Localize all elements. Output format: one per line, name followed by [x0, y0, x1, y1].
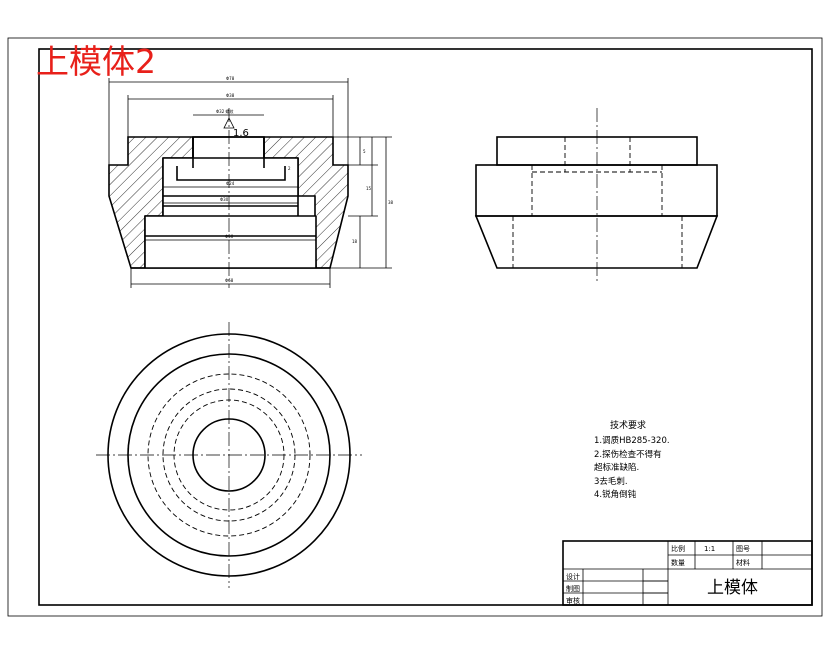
technical-requirements: 技术要求 1.调质HB285-320. 2.探伤检查不得有 超标准缺陷. 3去毛…: [594, 419, 670, 500]
dim-inner-1: Φ24: [226, 181, 235, 186]
dim-hole-label: Φ32 螺纹: [216, 108, 234, 114]
dim-h1: 5: [363, 149, 366, 154]
tech-req-item-1: 1.调质HB285-320.: [594, 435, 670, 446]
tech-req-title: 技术要求: [610, 419, 646, 431]
tech-req-item-3: 超标准缺陷.: [594, 462, 639, 473]
tb-material-label: 材料: [736, 558, 750, 567]
top-view: [96, 322, 362, 588]
tb-part-name: 上模体: [707, 578, 758, 598]
dim-h3: 18: [352, 239, 358, 244]
dim-upper-width: Φ38: [226, 93, 235, 98]
tb-scale-value: 1:1: [704, 545, 715, 553]
dim-inner-3: Φ50: [225, 234, 234, 239]
tb-scale-label: 比例: [671, 544, 685, 553]
dim-h2: 15: [366, 186, 372, 191]
title-block: 比例 1:1 图号 数量 材料 设计 制图 审核 上模体: [562, 540, 813, 606]
dim-small: 2: [288, 166, 291, 171]
tb-quantity-label: 数量: [671, 558, 685, 567]
tech-req-item-5: 4.锐角倒钝: [594, 489, 637, 500]
tech-req-item-2: 2.探伤检查不得有: [594, 449, 662, 460]
side-view: [474, 108, 719, 282]
dim-overall-width: Φ78: [226, 76, 235, 81]
tb-drawing-no-label: 图号: [736, 545, 750, 553]
tb-drafter-label: 制图: [566, 584, 580, 593]
dim-h-total: 38: [388, 200, 394, 205]
inner-border: [38, 48, 813, 606]
tb-checker-label: 审核: [566, 596, 580, 605]
dim-inner-2: Φ30: [220, 197, 229, 202]
tb-designer-label: 设计: [566, 572, 580, 581]
roughness-value: 1.6: [233, 128, 249, 139]
dim-bottom: Φ68: [225, 278, 234, 283]
front-section-view: 1.6 Φ78 Φ38 Φ32 螺纹 Φ24 Φ30 Φ50 2 Φ68 5: [108, 76, 394, 288]
tech-req-item-4: 3去毛刺.: [594, 476, 628, 487]
overlay-title: 上模体2: [36, 42, 156, 81]
outer-border: [7, 37, 823, 617]
